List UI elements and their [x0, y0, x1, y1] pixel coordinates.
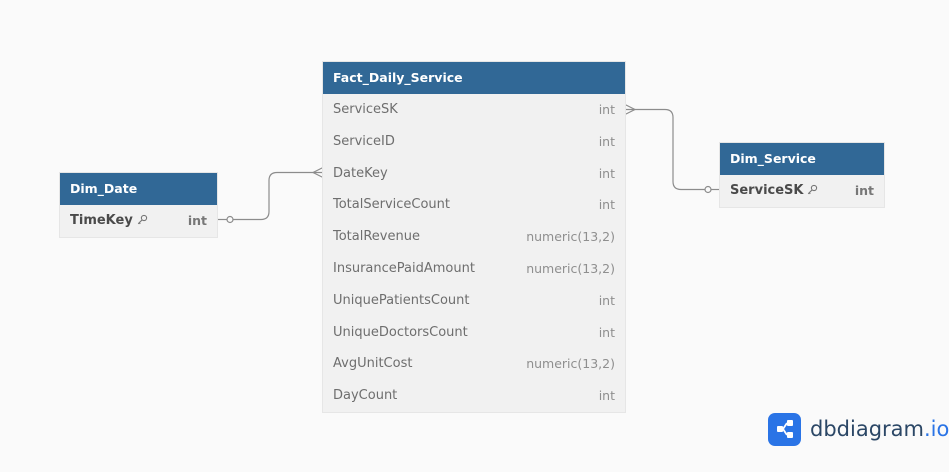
dbdiagram-logo-icon — [768, 412, 801, 446]
column-name: ServiceID — [333, 133, 395, 149]
column-type: int — [187, 213, 207, 228]
table-fact-daily-service[interactable]: Fact_Daily_Service ServiceSK int Service… — [323, 62, 625, 412]
column-type: numeric(13,2) — [526, 356, 615, 372]
column-type: int — [598, 324, 615, 340]
one-end-marker — [704, 185, 712, 194]
table-column-row[interactable]: TotalRevenue numeric(13,2) — [323, 221, 625, 253]
many-end-marker — [624, 103, 636, 116]
column-name: TimeKey — [70, 213, 133, 228]
column-type: int — [598, 197, 615, 213]
table-dim-service[interactable]: Dim_Service ServiceSK int — [720, 143, 884, 207]
column-name: TotalRevenue — [333, 229, 420, 245]
table-column-row[interactable]: DayCount int — [323, 380, 625, 412]
column-name: UniqueDoctorsCount — [333, 324, 468, 340]
table-header[interactable]: Fact_Daily_Service — [323, 62, 625, 94]
table-column-row[interactable]: TimeKey int — [60, 205, 217, 237]
dbdiagram-brand[interactable]: dbdiagram.io — [768, 412, 949, 446]
table-column-row[interactable]: AvgUnitCost numeric(13,2) — [323, 348, 625, 380]
column-name: TotalServiceCount — [333, 197, 451, 213]
table-header[interactable]: Dim_Service — [720, 143, 884, 175]
column-name: DayCount — [333, 388, 398, 404]
brand-name: dbdiagram.io — [810, 417, 949, 441]
key-icon — [137, 206, 148, 238]
table-column-row[interactable]: UniquePatientsCount int — [323, 285, 625, 317]
table-column-row[interactable]: TotalServiceCount int — [323, 189, 625, 221]
column-name: ServiceSK — [333, 102, 398, 117]
column-name: InsurancePaidAmount — [333, 260, 475, 276]
relationship-line-service[interactable] — [625, 108, 706, 191]
column-type: int — [598, 133, 615, 149]
many-end-marker — [312, 166, 324, 179]
column-type: int — [854, 183, 874, 198]
column-name: AvgUnitCost — [333, 356, 413, 372]
column-type: int — [598, 388, 615, 404]
column-type: int — [598, 165, 615, 181]
table-column-row[interactable]: ServiceSK int — [323, 94, 625, 126]
column-name: ServiceSK — [730, 183, 804, 198]
key-icon — [807, 176, 818, 208]
table-column-row[interactable]: DateKey int — [323, 158, 625, 190]
table-dim-date[interactable]: Dim_Date TimeKey int — [60, 173, 217, 237]
column-type: numeric(13,2) — [526, 260, 615, 276]
table-column-row[interactable]: UniqueDoctorsCount int — [323, 317, 625, 349]
table-column-row[interactable]: ServiceSK int — [720, 175, 884, 207]
table-column-row[interactable]: InsurancePaidAmount numeric(13,2) — [323, 253, 625, 285]
column-type: numeric(13,2) — [526, 229, 615, 245]
column-name: DateKey — [333, 165, 388, 181]
column-type: int — [598, 292, 615, 308]
one-end-marker — [226, 215, 234, 224]
column-type: int — [598, 102, 615, 117]
relationship-line-date[interactable] — [231, 171, 323, 221]
table-header[interactable]: Dim_Date — [60, 173, 217, 205]
column-name: UniquePatientsCount — [333, 292, 470, 308]
table-column-row[interactable]: ServiceID int — [323, 126, 625, 158]
